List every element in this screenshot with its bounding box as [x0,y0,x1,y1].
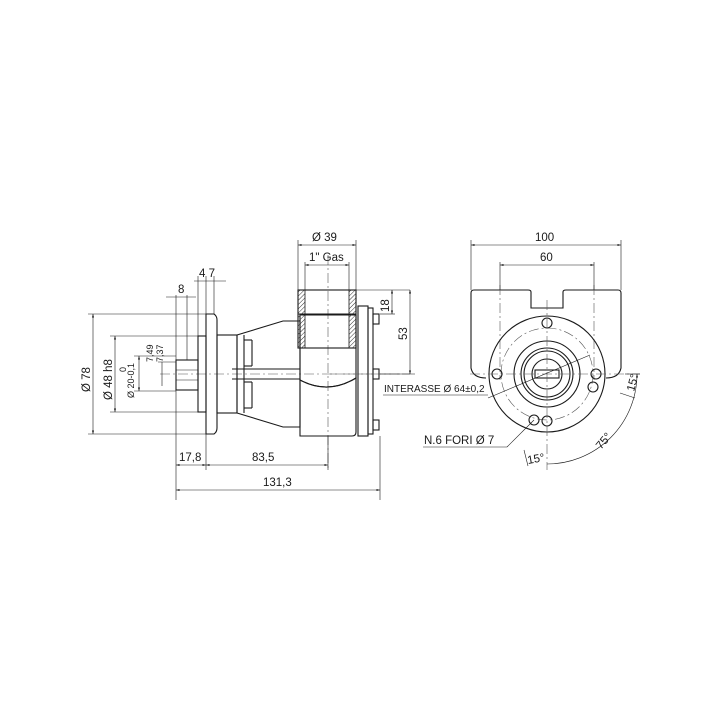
dim-d78: Ø 78 [81,367,93,392]
dim-d48h8: Ø 48 h8 [103,359,115,400]
dim-17-8: 17,8 [179,452,201,464]
angle-15-right: 15° [625,373,641,393]
dim-d20: Ø 20-0,1 [126,363,136,398]
dim-7-37: 7,37 [155,344,165,362]
dim-8: 8 [178,284,184,296]
dim-18: 18 [380,299,392,312]
dim-d39: Ø 39 [312,232,337,244]
dim-gas: 1" Gas [309,252,344,264]
dim-60: 60 [540,252,553,264]
side-view [160,255,410,470]
dim-131-3: 131,3 [263,477,292,489]
dim-83-5: 83,5 [252,452,274,464]
dim-7-49: 7,49 [145,344,155,362]
dim-53: 53 [398,327,410,340]
label-interasse: INTERASSE Ø 64±0,2 [384,384,485,395]
angle-15-bottom: 15° [526,452,545,467]
front-view [470,285,640,470]
dim-d20-tol: 0 [118,367,128,372]
dim-100: 100 [535,232,554,244]
front-view-dimensions: 100 60 INTERASSE Ø 64±0,2 N.6 FORI Ø 7 1… [383,232,641,467]
label-n6-fori: N.6 FORI Ø 7 [424,435,494,447]
dim-4-7: 4 7 [199,268,215,280]
side-view-dimensions: Ø 39 1" Gas 4 7 8 18 53 Ø 78 [81,232,415,500]
